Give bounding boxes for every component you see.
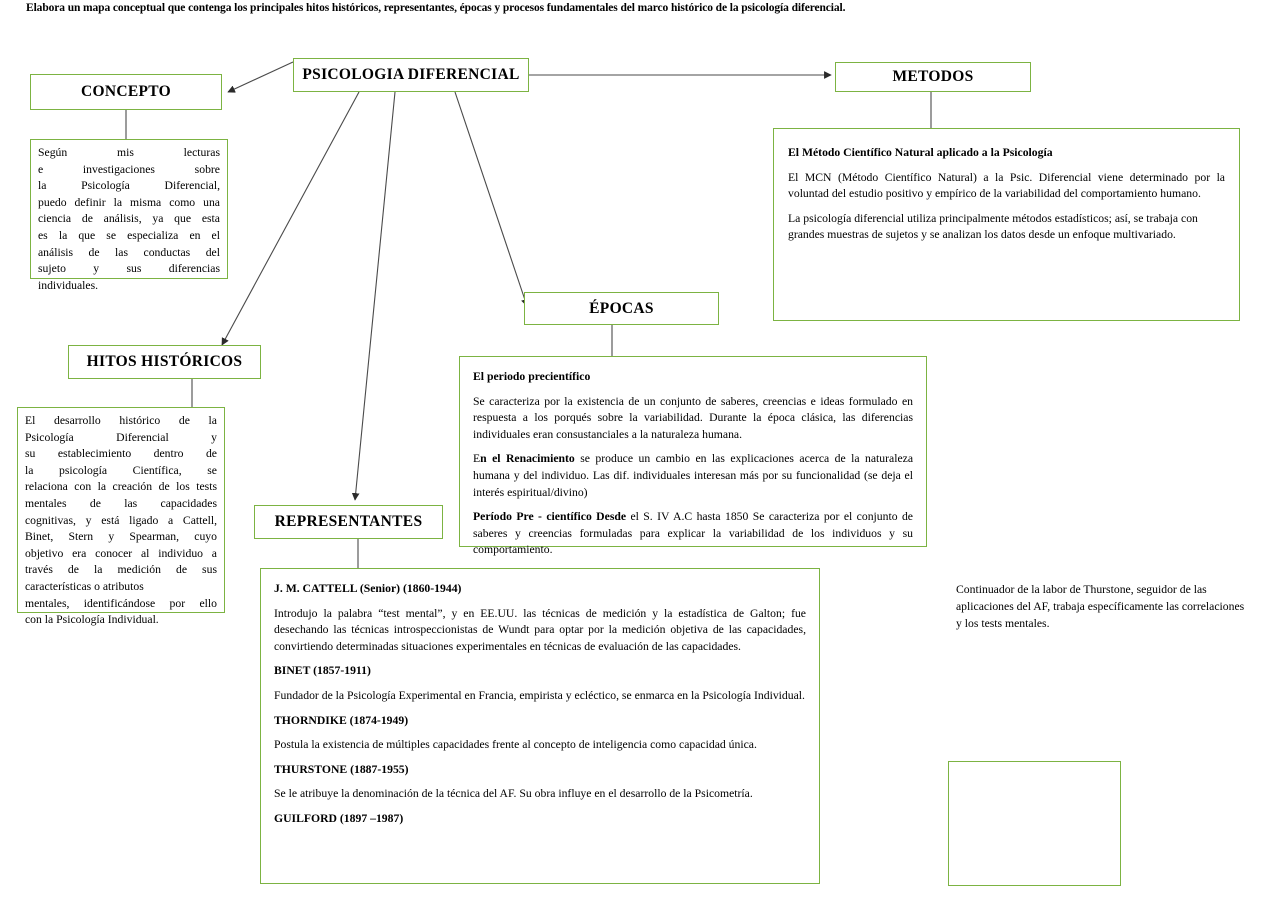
representante-name: BINET (1857-1911) (274, 664, 371, 678)
node-epocas[interactable]: ÉPOCAS (524, 292, 719, 325)
node-representantes-label: REPRESENTANTES (274, 513, 423, 530)
representante-description: Introdujo la palabra “test mental”, y en… (274, 606, 806, 653)
hitos-line: través de la medición de sus (25, 563, 217, 577)
epocas-lead-prefix: E (473, 452, 481, 466)
node-metodos[interactable]: METODOS (835, 62, 1031, 92)
guilford-note: Continuador de la labor de Thurstone, se… (956, 583, 1245, 630)
representante-name: THURSTONE (1887-1955) (274, 762, 409, 776)
node-epocas-body: El periodo precientífico Se caracteriza … (459, 356, 927, 556)
hitos-line: relaciona con la creación de los tests (25, 480, 217, 494)
node-representantes[interactable]: REPRESENTANTES (254, 505, 443, 539)
epocas-paragraph: En el Renacimiento se produce un cambio … (473, 451, 913, 501)
epocas-paragraph: Período Pre - científico Desde el S. IV … (473, 509, 913, 559)
epocas-lead: Período Pre - científico Desde (473, 510, 627, 524)
hitos-line: El desarrollo histórico de la (25, 414, 217, 427)
concepto-line: Según mis lecturas (38, 146, 220, 159)
representante-description: Fundador de la Psicología Experimental e… (274, 689, 805, 703)
node-empty-placeholder[interactable] (948, 761, 1121, 886)
representante-description: Postula la existencia de múltiples capac… (274, 738, 757, 752)
representante-name: THORNDIKE (1874-1949) (274, 713, 409, 727)
hitos-line: mentales de las capacidades (25, 497, 217, 511)
concepto-line: sujeto y sus diferencias (38, 262, 220, 276)
hitos-line: Binet, Stern y Spearman, cuyo (25, 530, 217, 544)
representante-description: Se le atribuye la denominación de la téc… (274, 787, 753, 801)
epocas-rest: se produce un cambio en las explicacione… (473, 452, 914, 499)
hitos-line: la psicología Científica, se (25, 463, 217, 477)
node-hitos-historicos-body: El desarrollo histórico de la Psicología… (17, 407, 225, 626)
epocas-heading: El periodo precientífico (473, 370, 591, 383)
node-concepto-label: CONCEPTO (81, 83, 171, 100)
concepto-line: puedo definir la misma como una (38, 195, 220, 209)
representante-name: GUILFORD (1897 –1987) (274, 812, 404, 826)
concepto-line: individuales. (38, 278, 99, 292)
node-hitos-historicos-label: HITOS HISTÓRICOS (86, 353, 243, 370)
epocas-lead: n el Renacimiento (480, 452, 575, 466)
hitos-line: Psicología Diferencial y (25, 430, 217, 444)
concepto-line: análisis de las conductas del (38, 245, 220, 259)
concepto-line: ciencia de análisis, ya que esta (38, 212, 220, 226)
hitos-line: objetivo era conocer al individuo a (25, 546, 217, 560)
node-psicologia-diferencial-label: PSICOLOGIA DIFERENCIAL (302, 66, 520, 83)
node-epocas-label: ÉPOCAS (589, 299, 654, 317)
node-psicologia-diferencial[interactable]: PSICOLOGIA DIFERENCIAL (293, 58, 529, 92)
hitos-line: mentales, identificándose por ello (25, 596, 217, 610)
assignment-prompt: Elabora un mapa conceptual que contenga … (26, 2, 846, 14)
hitos-line: su establecimiento dentro de (25, 447, 217, 461)
node-metodos-body: El Método Científico Natural aplicado a … (773, 128, 1240, 321)
representante-name: J. M. CATTELL (Senior) (1860-1944) (274, 582, 462, 595)
node-concepto-body: Según mis lecturas e investigaciones sob… (30, 139, 228, 292)
hitos-line: con la Psicología Individual. (25, 613, 159, 627)
epocas-rest: el S. IV A.C hasta 1850 Se caracteriza p… (473, 510, 913, 557)
metodos-heading: El Método Científico Natural aplicado a … (788, 146, 1053, 159)
concepto-line: la Psicología Diferencial, (38, 179, 220, 193)
node-hitos-historicos[interactable]: HITOS HISTÓRICOS (68, 345, 261, 379)
concepto-line: es la que se especializa en el (38, 229, 220, 243)
hitos-line: características o atributos (25, 580, 144, 594)
metodos-paragraph: La psicología diferencial utiliza princi… (788, 211, 1198, 242)
node-metodos-label: METODOS (892, 68, 974, 85)
node-representantes-body: J. M. CATTELL (Senior) (1860-1944) Intro… (260, 568, 820, 884)
concepto-line: e investigaciones sobre (38, 162, 220, 176)
hitos-line: cognitivas, y está ligado a Cattell, (25, 513, 217, 527)
epocas-paragraph: Se caracteriza por la existencia de un c… (473, 394, 913, 441)
node-concepto[interactable]: CONCEPTO (30, 74, 222, 110)
metodos-paragraph: El MCN (Método Científico Natural) a la … (788, 170, 1225, 201)
